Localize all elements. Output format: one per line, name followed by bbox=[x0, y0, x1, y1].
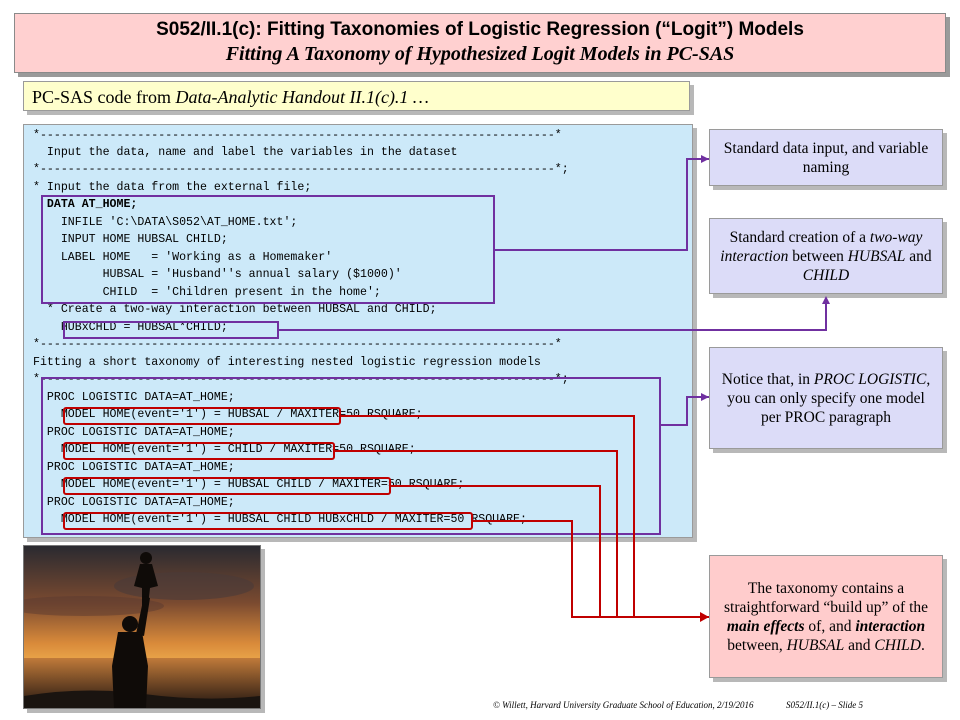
note-text: two-way interaction bbox=[720, 228, 923, 265]
note-text: Notice that, in bbox=[721, 370, 814, 388]
highlight-model-3 bbox=[63, 477, 391, 495]
code-line: Fitting a short taxonomy of interesting … bbox=[33, 356, 541, 369]
slide-title: S052/II.1(c): Fitting Taxonomies of Logi… bbox=[14, 13, 946, 73]
subtitle-source: Data-Analytic Handout II.1(c).1 … bbox=[175, 87, 429, 107]
code-line: * Create a two-way interaction between H… bbox=[33, 303, 437, 316]
footer: © Willett, Harvard University Graduate S… bbox=[493, 700, 933, 710]
code-line: INPUT HOME HUBSAL CHILD; bbox=[33, 233, 228, 246]
note-interaction: Standard creation of a two-way interacti… bbox=[709, 218, 943, 294]
photo-image bbox=[24, 546, 260, 708]
code-block: *---------------------------------------… bbox=[23, 124, 693, 538]
code-line: *---------------------------------------… bbox=[33, 129, 562, 142]
note-text: , you can only specify one model per PRO… bbox=[727, 370, 931, 426]
footer-slide-number: S052/II.1(c) – Slide 5 bbox=[785, 700, 863, 710]
connector-interaction bbox=[278, 302, 827, 331]
footer-copyright: © Willett, Harvard University Graduate S… bbox=[493, 700, 754, 710]
highlight-model-4 bbox=[63, 512, 473, 530]
subtitle: PC-SAS code from Data-Analytic Handout I… bbox=[23, 81, 690, 111]
note-text: and bbox=[844, 636, 875, 654]
highlight-proc-logistic bbox=[41, 377, 661, 535]
arrowhead bbox=[701, 393, 709, 401]
note-text: The taxonomy contains a straightforward … bbox=[723, 579, 929, 616]
code-line: *---------------------------------------… bbox=[33, 338, 562, 351]
note-text: CHILD bbox=[874, 636, 921, 654]
code-line: * Input the data from the external file; bbox=[33, 181, 312, 194]
note-text: HUBSAL bbox=[847, 247, 906, 265]
code-line: HUBxCHLD = HUBSAL*CHILD; bbox=[33, 321, 228, 334]
code-line: PROC LOGISTIC DATA=AT_HOME; bbox=[33, 461, 235, 474]
code-line: *---------------------------------------… bbox=[33, 373, 569, 386]
note-proc-logistic: Notice that, in PROC LOGISTIC, you can o… bbox=[709, 347, 943, 449]
connector-model-3 bbox=[390, 485, 601, 617]
note-text: Standard creation of a bbox=[729, 228, 870, 246]
note-text: HUBSAL bbox=[786, 636, 845, 654]
title-line-2: Fitting A Taxonomy of Hypothesized Logit… bbox=[225, 43, 735, 65]
code-line: HUBSAL = 'Husband''s annual salary ($100… bbox=[33, 268, 402, 281]
code-line: MODEL HOME(event='1') = HUBSAL CHILD / M… bbox=[33, 478, 465, 491]
note-data-input: Standard data input, and variable naming bbox=[709, 129, 943, 186]
note-taxonomy: The taxonomy contains a straightforward … bbox=[709, 555, 943, 678]
code-line: *---------------------------------------… bbox=[33, 163, 569, 176]
highlight-model-1 bbox=[63, 407, 341, 425]
note-text: of, and bbox=[804, 617, 856, 635]
note-text: between bbox=[788, 247, 848, 265]
connector-model-1 bbox=[340, 415, 635, 617]
code-line: DATA AT_HOME; bbox=[33, 198, 138, 211]
highlight-data-step bbox=[41, 195, 495, 304]
connector-model-2 bbox=[334, 450, 618, 617]
note-text: CHILD bbox=[802, 266, 850, 284]
highlight-interaction-line bbox=[63, 321, 279, 339]
sunset-silhouette-photo bbox=[23, 545, 261, 709]
arrowhead bbox=[701, 155, 709, 163]
code-line: MODEL HOME(event='1') = HUBSAL CHILD HUB… bbox=[33, 513, 527, 526]
note-text: PROC LOGISTIC bbox=[813, 370, 927, 388]
note-text: . bbox=[920, 636, 925, 654]
code-line: MODEL HOME(event='1') = HUBSAL / MAXITER… bbox=[33, 408, 423, 421]
note-data-input-text: Standard data input, and variable naming bbox=[723, 139, 929, 176]
connector-model-4 bbox=[472, 520, 709, 618]
code-line: Input the data, name and label the varia… bbox=[33, 146, 458, 159]
connector-proc-logistic bbox=[660, 396, 709, 426]
note-text: and bbox=[905, 247, 932, 265]
arrowhead bbox=[822, 296, 830, 304]
arrowhead bbox=[700, 612, 709, 622]
note-text: main effects bbox=[726, 617, 805, 635]
code-line: CHILD = 'Children present in the home'; bbox=[33, 286, 381, 299]
title-line-1: S052/II.1(c): Fitting Taxonomies of Logi… bbox=[156, 19, 804, 40]
highlight-model-2 bbox=[63, 442, 335, 460]
code-line: INFILE 'C:\DATA\S052\AT_HOME.txt'; bbox=[33, 216, 298, 229]
connector-data-input bbox=[494, 158, 709, 251]
note-text: between, bbox=[727, 636, 787, 654]
code-line: MODEL HOME(event='1') = CHILD / MAXITER=… bbox=[33, 443, 416, 456]
code-line: PROC LOGISTIC DATA=AT_HOME; bbox=[33, 426, 235, 439]
code-line: LABEL HOME = 'Working as a Homemaker' bbox=[33, 251, 333, 264]
code-line: PROC LOGISTIC DATA=AT_HOME; bbox=[33, 391, 235, 404]
subtitle-prefix: PC-SAS code from bbox=[32, 87, 176, 107]
note-text: interaction bbox=[855, 617, 926, 635]
code-line: PROC LOGISTIC DATA=AT_HOME; bbox=[33, 496, 235, 509]
